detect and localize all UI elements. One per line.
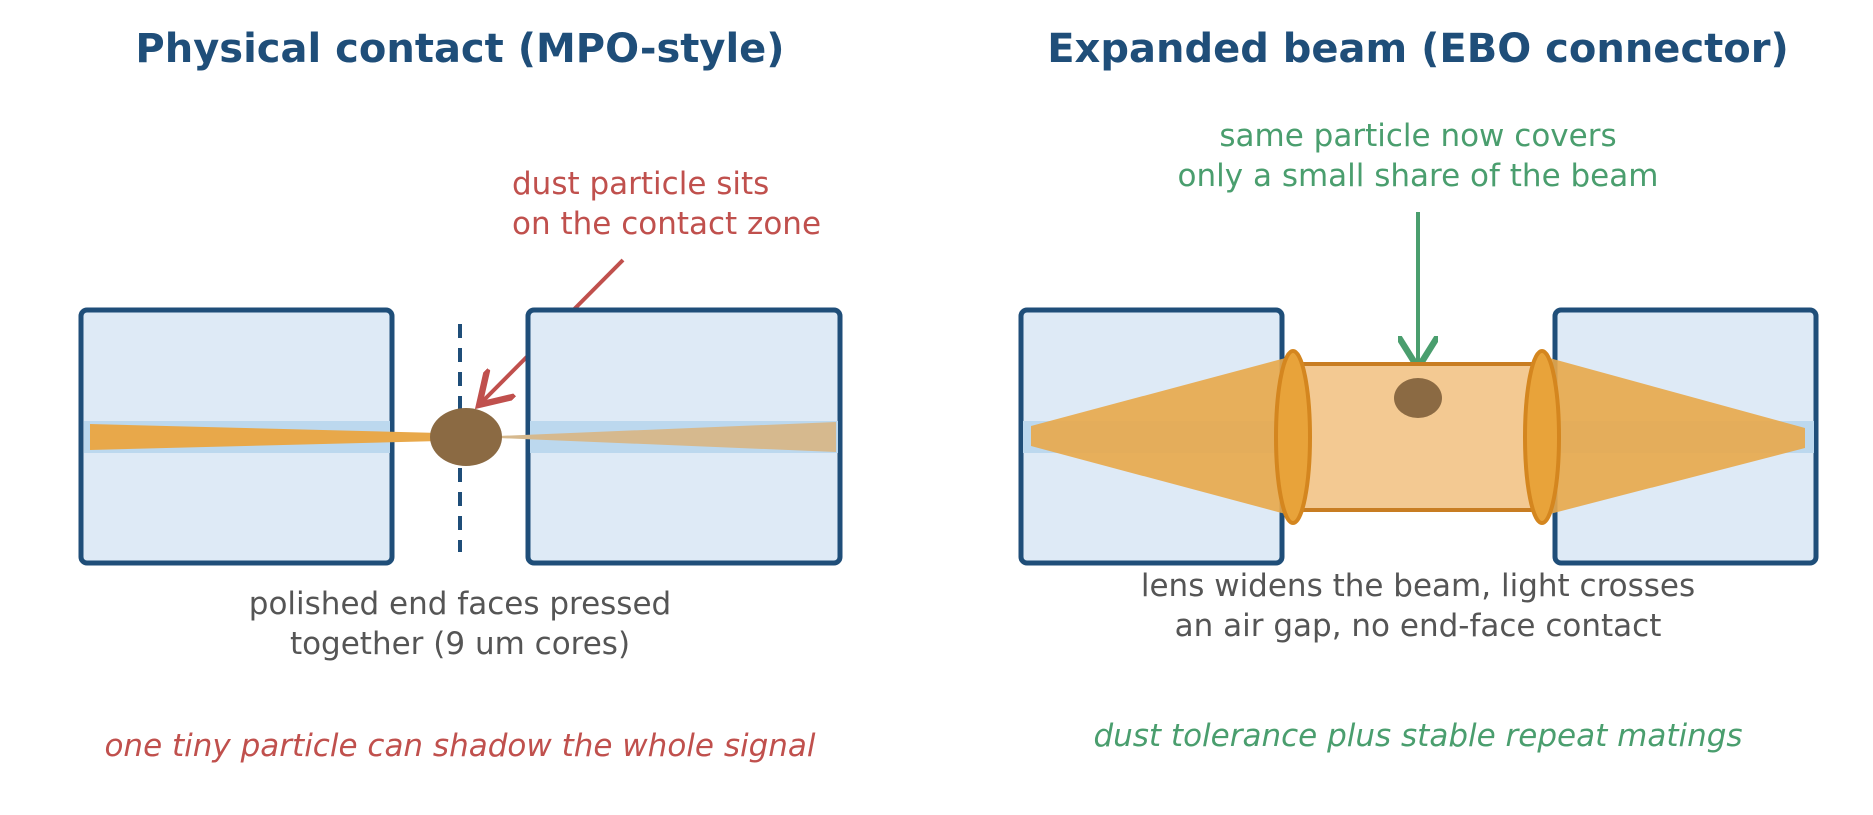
left-panel: Physical contact (MPO-style) dust partic…: [78, 26, 843, 764]
right-panel-title: Expanded beam (EBO connector): [1047, 26, 1789, 72]
dust-annotation-line2: on the contact zone: [512, 206, 821, 242]
dust-annotation-line1: dust particle sits: [512, 166, 769, 202]
particle-annotation-line1: same particle now covers: [1219, 118, 1616, 154]
right-summary: dust tolerance plus stable repeat mating…: [1093, 718, 1742, 754]
left-summary: one tiny particle can shadow the whole s…: [104, 728, 815, 764]
expanding-beam-cone: [1031, 356, 1293, 516]
particle-annotation-line2: only a small share of the beam: [1178, 158, 1659, 194]
right-panel: Expanded beam (EBO connector) same parti…: [1018, 26, 1819, 754]
dust-particle: [430, 408, 502, 466]
left-caption-line2: together (9 um cores): [290, 626, 630, 662]
right-focusing-lens: [1523, 349, 1561, 525]
focusing-beam-cone: [1542, 356, 1805, 516]
left-caption-line1: polished end faces pressed: [249, 586, 671, 622]
right-caption-line2: an air gap, no end-face contact: [1175, 608, 1662, 644]
dust-particle-small: [1394, 378, 1442, 418]
shadowed-light-beam: [498, 422, 836, 452]
left-expanding-lens: [1274, 349, 1312, 525]
left-panel-title: Physical contact (MPO-style): [135, 26, 784, 72]
right-caption-line1: lens widens the beam, light crosses: [1141, 568, 1695, 604]
incoming-light-beam: [90, 424, 440, 450]
